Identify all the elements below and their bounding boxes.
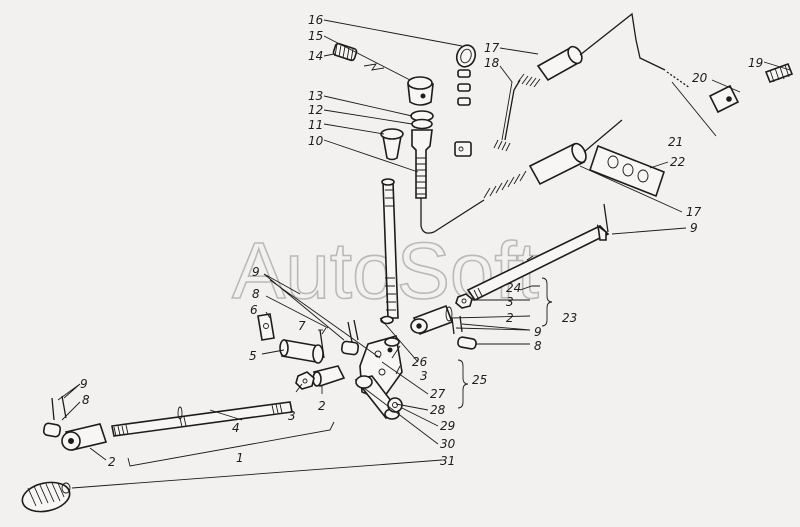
spring-31 [21, 481, 71, 513]
callout-9-mid: 9 [252, 265, 260, 279]
nut-13 [410, 110, 434, 130]
callout-2-upper: 2 [506, 311, 514, 325]
callout-10: 10 [308, 134, 324, 148]
pins-9-left [51, 395, 67, 421]
callouts: 1 2 2 2 2 3 3 3 4 5 6 7 8 8 8 9 9 9 9 10… [80, 13, 763, 469]
nut-3-mid [295, 371, 315, 390]
callout-3-upper: 3 [506, 295, 514, 309]
callout-26: 26 [412, 355, 428, 369]
fork-2-upper [410, 304, 454, 336]
callout-22: 22 [670, 155, 685, 169]
callout-30: 30 [440, 437, 456, 451]
callout-24: 24 [506, 281, 521, 295]
links-18 [454, 69, 472, 157]
cable-upper [504, 79, 521, 141]
callout-29: 29 [440, 419, 455, 433]
callout-9-rod: 9 [690, 221, 698, 235]
sleeve-17b [528, 142, 587, 186]
callout-6: 6 [250, 303, 258, 317]
housing-10 [411, 129, 435, 234]
clamp-20 [708, 84, 740, 114]
rod-upper [579, 12, 666, 71]
bushing-5 [279, 339, 324, 364]
callout-18: 18 [484, 56, 500, 70]
callout-23: 23 [562, 311, 577, 325]
pin-8-mid [340, 319, 360, 356]
callout-27: 27 [430, 387, 446, 401]
callout-3-center: 3 [420, 369, 428, 383]
nut-3-upper [455, 293, 473, 309]
callout-5: 5 [249, 349, 257, 363]
pin-8-left [42, 422, 62, 438]
callout-4: 4 [232, 421, 240, 435]
spring-lower-cable [483, 170, 527, 199]
vertical-shaft [381, 178, 399, 319]
pin-8-upper [457, 336, 477, 350]
cable-lower-a [433, 199, 485, 233]
spring-18 [493, 73, 541, 152]
sleeve-17a [536, 45, 583, 82]
callout-31: 31 [440, 454, 455, 468]
plate-22 [589, 144, 665, 198]
fork-2-mid [312, 365, 346, 387]
pin-7 [318, 329, 325, 359]
callout-3-mid: 3 [288, 409, 296, 423]
ring-16 [455, 44, 477, 68]
callout-14: 14 [308, 49, 323, 63]
callout-17-lower: 17 [686, 205, 702, 219]
callout-17-upper: 17 [484, 41, 500, 55]
callout-7: 7 [298, 319, 306, 333]
rod-4 [111, 401, 293, 437]
washer-26 [380, 315, 400, 347]
pin-21 [666, 71, 691, 89]
callout-13: 13 [308, 89, 323, 103]
fork-2-left [61, 423, 108, 451]
cable-lower-b [583, 119, 623, 153]
knob-15 [407, 76, 434, 106]
callout-20: 20 [692, 71, 708, 85]
callout-2-mid: 2 [318, 399, 326, 413]
callout-8-upper: 8 [534, 339, 542, 353]
callout-2-left: 2 [108, 455, 116, 469]
callout-11: 11 [308, 118, 323, 132]
pins-9-upper [451, 315, 463, 335]
callout-1: 1 [236, 451, 244, 465]
callout-12: 12 [308, 103, 323, 117]
callout-9-left: 9 [80, 377, 88, 391]
rod-24 [466, 203, 610, 302]
spring-14 [332, 42, 358, 62]
plate-6 [257, 313, 275, 341]
callout-8-left: 8 [82, 393, 90, 407]
callout-15: 15 [308, 29, 323, 43]
callout-25: 25 [472, 373, 487, 387]
callout-16: 16 [308, 13, 324, 27]
callout-9-upper: 9 [534, 325, 542, 339]
handle-assembly [332, 12, 794, 234]
leader-lines [57, 19, 791, 489]
callout-28: 28 [430, 403, 446, 417]
callout-8-mid: 8 [252, 287, 260, 301]
callout-21: 21 [668, 135, 683, 149]
callout-19: 19 [748, 56, 763, 70]
bushing-11 [380, 128, 404, 161]
